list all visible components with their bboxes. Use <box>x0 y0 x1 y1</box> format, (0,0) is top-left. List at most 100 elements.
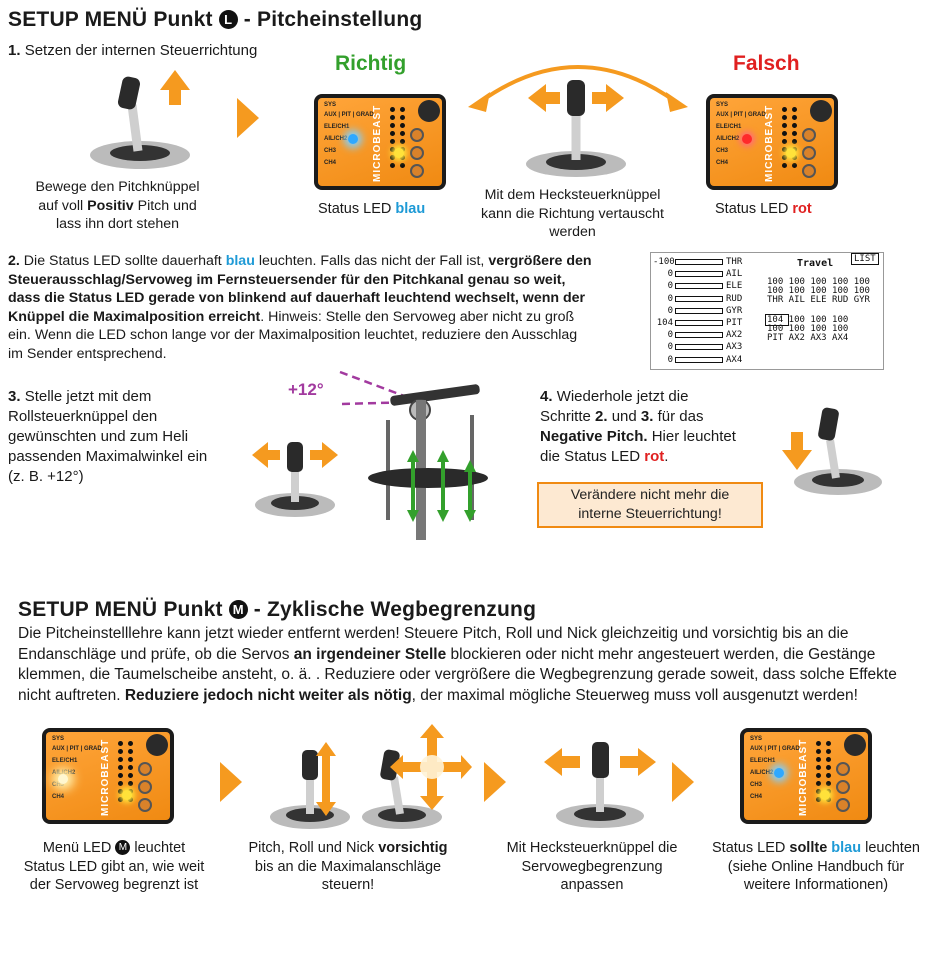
caption-part: Pitch und <box>137 197 197 214</box>
lcd-row: 104 100 100 100 <box>767 315 849 325</box>
title-text: SETUP MENÜ Punkt <box>18 598 223 621</box>
text: Menü LED <box>42 840 112 856</box>
text: nicht auftreten. <box>18 686 121 704</box>
angle-label: +12° <box>288 380 324 399</box>
step1-heading: 1. Setzen der internen Steuerrichtung <box>8 42 257 60</box>
text: für das <box>657 408 704 425</box>
status-led-blue <box>348 134 358 144</box>
caption-part: Status LED <box>715 201 789 217</box>
unit-label: SYS <box>750 736 763 742</box>
roll-stick-illustration <box>252 442 338 517</box>
channel-value: 0 <box>667 269 673 280</box>
status-blue-caption: Status LED blau <box>318 200 425 219</box>
caption-line: Mit Hecksteuerknüppel die <box>506 840 678 856</box>
brand-text: MICROBEAST <box>798 738 809 816</box>
unit-label: CH3 <box>750 782 763 788</box>
status-led-blue <box>774 768 784 778</box>
para-line: ein. Wenn die LED schon lange vor der Ma… <box>8 327 578 343</box>
para-line: Rollsteuerknüppel den <box>8 408 158 425</box>
bold-text: 2. <box>595 408 608 425</box>
bold-text: Negative Pitch. <box>540 428 648 445</box>
brand-text: MICROBEAST <box>100 738 111 816</box>
rotor-head-illustration <box>339 370 488 540</box>
channel-name: ELE <box>726 281 743 292</box>
bold-text: Reduziere jedoch nicht weiter als nötig <box>124 686 412 704</box>
para-line: klemmen, die Taumelscheibe ansteht, o. ä… <box>18 666 897 683</box>
title-suffix: - Pitcheinstellung <box>243 8 423 31</box>
color-word: blau <box>831 840 862 856</box>
caption-bold: Positiv <box>87 197 134 214</box>
para-line: Steuerausschlag/Servoweg im Fernsteuerse… <box>8 271 566 288</box>
channel-bar <box>675 332 723 339</box>
color-word: rot <box>644 448 665 465</box>
unit-label: AUX | PIT | GRAD <box>324 112 374 118</box>
channel-value: 0 <box>667 342 673 353</box>
text: , der maximal mögliche Steuerweg muss vo… <box>411 686 858 704</box>
caption-line: weitere Informationen) <box>743 877 889 893</box>
lcd-row: THR AIL ELE RUD GYR <box>767 295 870 305</box>
para-line: gewünschten und zum Heli <box>8 428 189 445</box>
bold-text: an irgendeiner Stelle <box>293 645 447 663</box>
lcd-row: 100 100 100 100 100 <box>767 277 870 287</box>
arrow-right-icon <box>237 98 259 138</box>
arrow-right-icon <box>484 762 506 802</box>
caption-line: Menü LED M leuchtet <box>0 839 228 858</box>
step-number: 3. <box>8 388 21 405</box>
channel-value: 0 <box>667 354 673 365</box>
para-line: passenden Maximalwinkel ein <box>8 448 208 465</box>
para-line: Knüppel die Maximalposition erreicht. Hi… <box>8 308 633 327</box>
falsch-label: Falsch <box>733 52 800 75</box>
menu-led-m <box>58 774 68 784</box>
color-word: blau <box>395 201 426 217</box>
channel-bar <box>675 307 723 314</box>
lcd-list-badge: LIST <box>851 253 879 265</box>
caption-line: Mit dem Hecksteuerknüppel <box>484 187 661 203</box>
para-line: die Status LED rot. <box>540 447 770 467</box>
note-line: Verändere nicht mehr die <box>570 487 730 503</box>
arrow-right-icon <box>672 762 694 802</box>
caption-line: anpassen <box>560 877 624 893</box>
step-number: 1. <box>8 42 21 59</box>
pitch-stick-illustration <box>90 70 190 169</box>
microbeast-unit-wrong: SYS AUX | PIT | GRAD ELE/CH1 AIL/CH2 CH3… <box>706 94 838 190</box>
para-line: Endanschläge und prüfe, ob die Servos an… <box>18 645 938 666</box>
unit-label: ELE/CH1 <box>716 124 742 130</box>
bold-text: vergrößere den <box>488 253 592 269</box>
pitch-roll-nick-sticks-illustration <box>270 724 472 829</box>
menu-letter-badge: M <box>228 600 248 619</box>
channel-bar <box>675 320 723 327</box>
unit-label: ELE/CH1 <box>324 124 350 130</box>
para-line: Negative Pitch. Hier leuchtet <box>540 427 770 447</box>
channel-name: PIT <box>726 318 743 329</box>
unit-label: CH3 <box>324 148 337 154</box>
status-red-caption: Status LED rot <box>715 200 812 219</box>
tail-stick-illustration-m <box>544 742 656 828</box>
text: leuchten. Falls das nicht der Fall ist, <box>258 253 485 269</box>
text: und <box>611 408 637 425</box>
unit-label: SYS <box>324 102 337 108</box>
text: Die Status LED sollte dauerhaft <box>23 253 222 269</box>
channel-bar <box>675 283 723 290</box>
channel-value: 0 <box>667 293 673 304</box>
text: Status LED <box>712 840 786 856</box>
unit-label: AUX | PIT | GRAD <box>750 746 800 752</box>
channel-bar <box>675 356 723 363</box>
text: Stelle jetzt mit dem <box>24 388 152 405</box>
unit-label: AUX | PIT | GRAD <box>52 746 102 752</box>
text: Pitch, Roll und Nick <box>248 840 375 856</box>
lcd-row: 100 100 100 100 <box>767 324 849 334</box>
unit-label: CH4 <box>750 794 763 800</box>
step4-text: 4. Wiederhole jetzt die Schritte 2. und … <box>540 387 770 467</box>
caption-line: lass ihn dort stehen <box>55 216 180 232</box>
bold-text: Knüppel die Maximalposition erreicht <box>8 308 261 325</box>
caption-line: bis an die Maximalanschläge <box>254 858 442 875</box>
unit-label: CH4 <box>52 794 65 800</box>
caption-line: der Servoweg begrenzt ist <box>29 877 199 893</box>
